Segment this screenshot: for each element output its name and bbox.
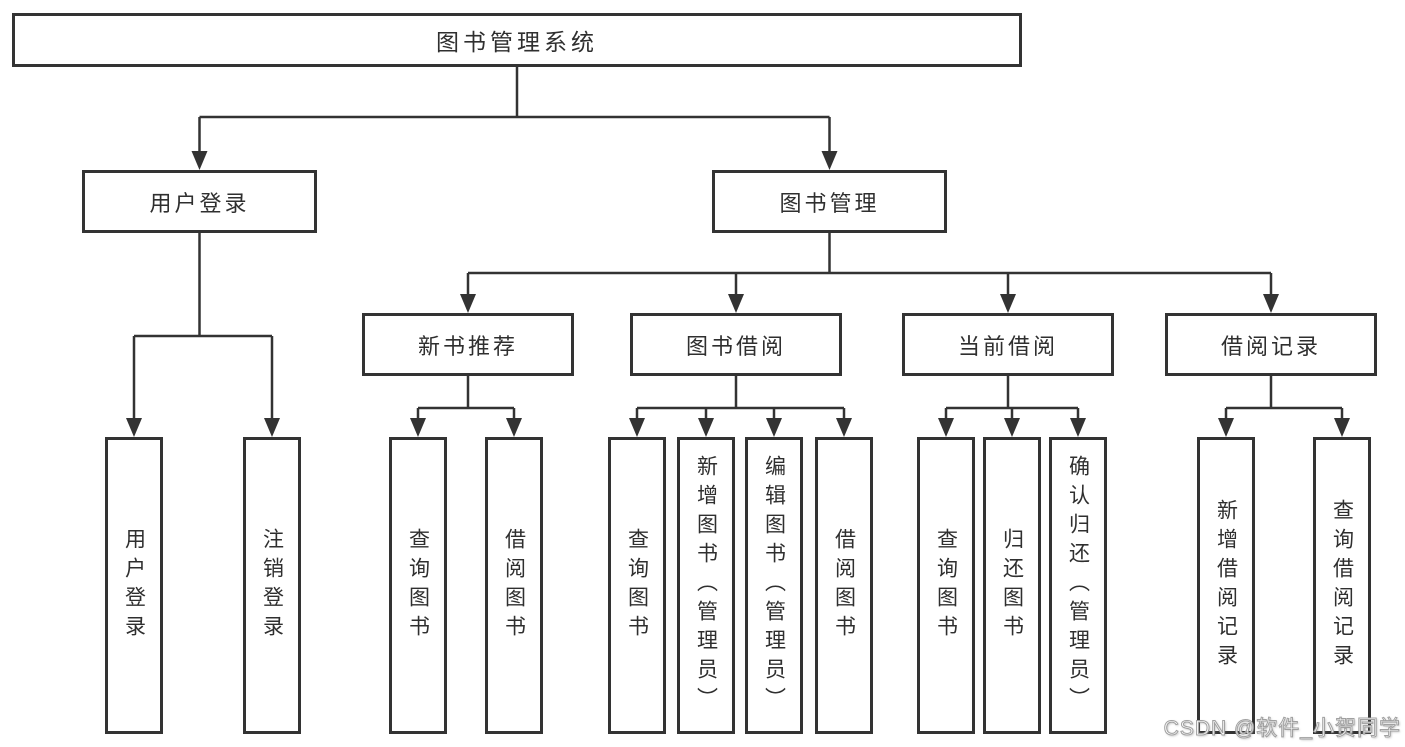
leaf-query-books-borrowing: 查询图书: [608, 437, 666, 734]
arrowheads: [126, 151, 1350, 437]
node-root-library-system: 图书管理系统: [12, 13, 1022, 67]
leaf-edit-books-admin: 编辑图书（管理员）: [745, 437, 803, 734]
csdn-watermark: CSDN @软件_小贺同学: [1163, 717, 1401, 741]
leaf-confirm-return-admin: 确认归还（管理员）: [1049, 437, 1107, 734]
leaf-borrow-books-recommend: 借阅图书: [485, 437, 543, 734]
node-book-management-branch: 图书管理: [712, 170, 947, 233]
node-book-borrowing: 图书借阅: [630, 313, 842, 376]
leaf-return-books: 归还图书: [983, 437, 1041, 734]
node-user-login-branch: 用户登录: [82, 170, 317, 233]
leaf-user-login: 用户登录: [105, 437, 163, 734]
leaf-query-books-recommend: 查询图书: [389, 437, 447, 734]
leaf-borrow-books-borrowing: 借阅图书: [815, 437, 873, 734]
leaf-add-books-admin: 新增图书（管理员）: [677, 437, 735, 734]
leaf-query-borrow-record: 查询借阅记录: [1313, 437, 1371, 734]
leaf-query-books-current: 查询图书: [917, 437, 975, 734]
leaf-add-borrow-record: 新增借阅记录: [1197, 437, 1255, 734]
node-new-book-recommendation: 新书推荐: [362, 313, 574, 376]
leaf-logout: 注销登录: [243, 437, 301, 734]
node-current-borrowing: 当前借阅: [902, 313, 1114, 376]
node-borrowing-records: 借阅记录: [1165, 313, 1377, 376]
